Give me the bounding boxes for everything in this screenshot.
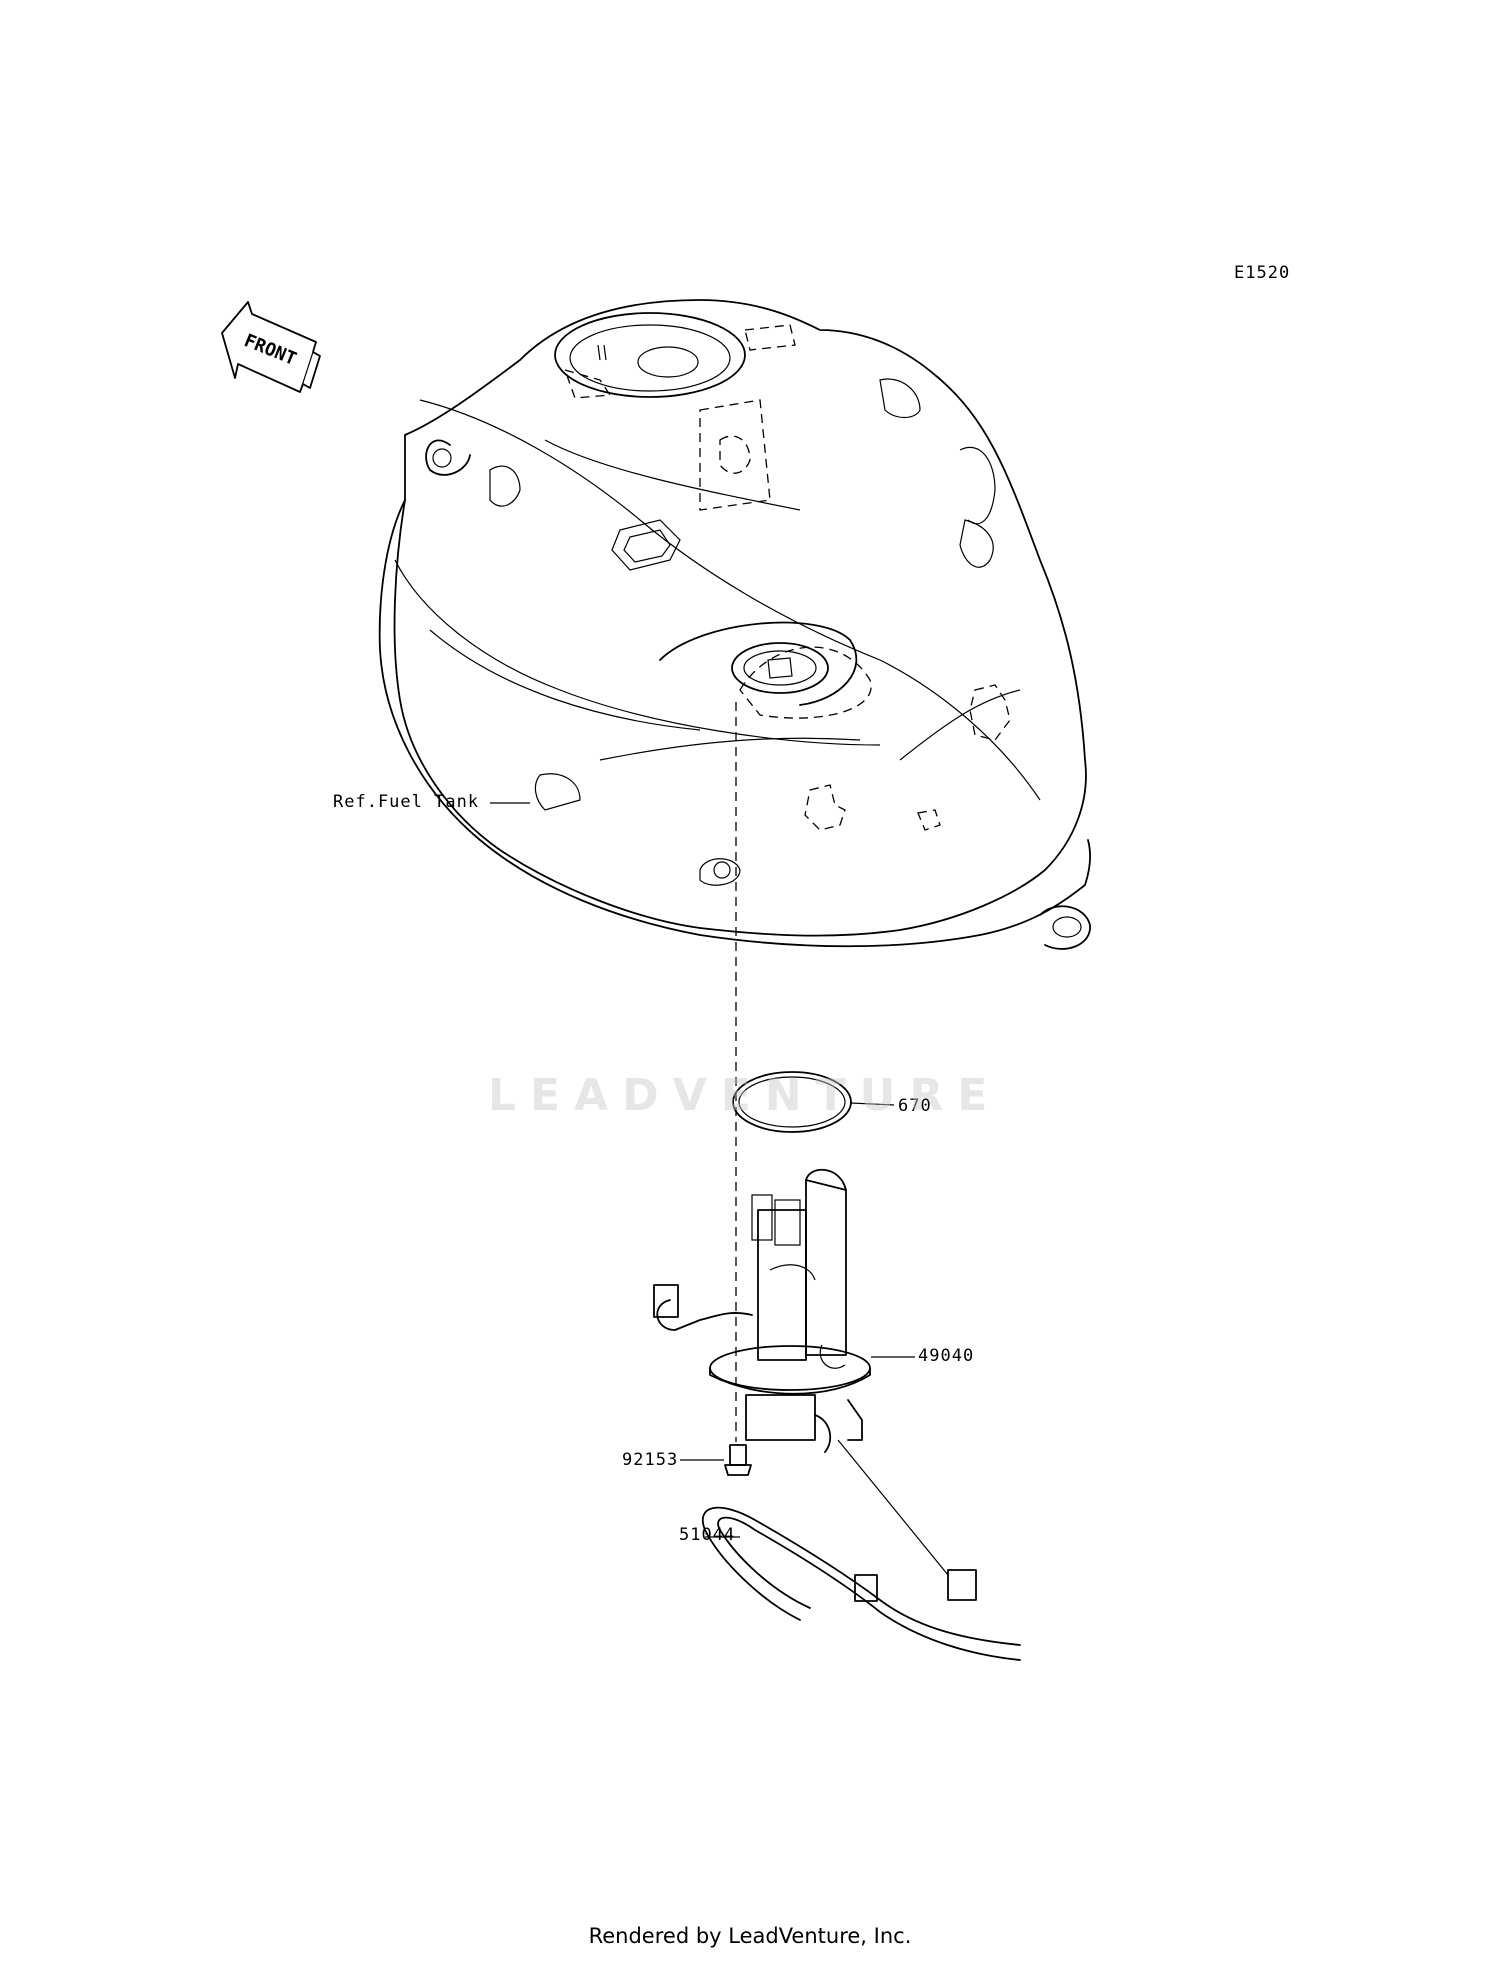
screw-92153 (680, 1444, 752, 1476)
callout-ref-fuel-tank: Ref.Fuel Tank (333, 792, 480, 812)
callout-49040: 49040 (918, 1346, 975, 1366)
o-ring-670 (732, 1071, 895, 1133)
diagram-code: E1520 (1234, 263, 1291, 283)
footer-credit: Rendered by LeadVenture, Inc. (588, 1924, 912, 1948)
front-label: FRONT (241, 330, 299, 370)
fuel-pump-49040 (653, 1168, 915, 1453)
hose-51044 (702, 1439, 1021, 1661)
fuel-tank-outline (378, 299, 1092, 950)
callout-51044: 51044 (679, 1525, 736, 1545)
callout-670: 670 (898, 1096, 932, 1116)
callout-92153: 92153 (622, 1450, 679, 1470)
leadventure-watermark: LEADVENTURE (488, 1070, 1002, 1121)
front-arrow-icon: FRONT (221, 301, 321, 393)
